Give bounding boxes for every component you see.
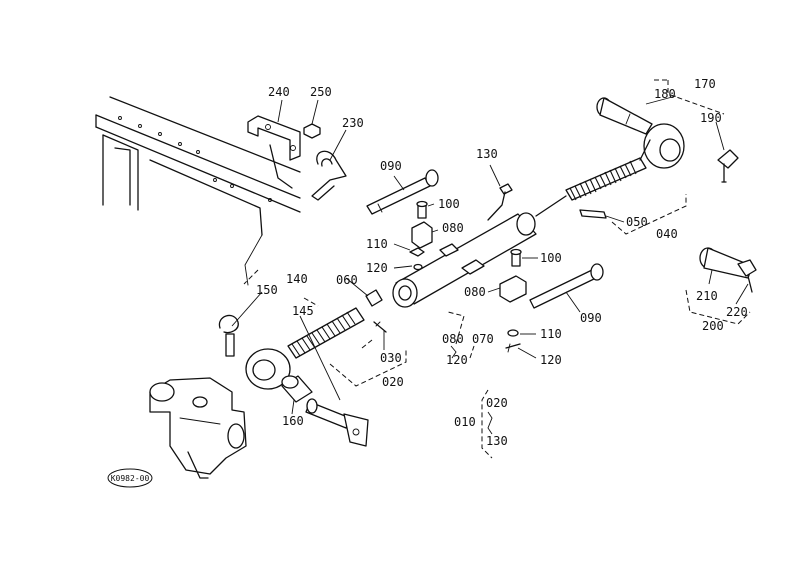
callout-230: 230 [342,116,364,130]
pin-part-210 [699,247,757,293]
callout-050: 050 [626,215,648,229]
pin-part-150 [218,314,239,357]
mounting-bracket [149,377,247,479]
tractor-frame [95,96,301,286]
callout-090-upper: 090 [380,159,402,173]
callout-090-lower: 090 [580,311,602,325]
callout-240: 240 [268,85,290,99]
callout-200: 200 [702,319,724,333]
callout-040: 040 [656,227,678,241]
spring-clip-part [311,150,347,201]
callout-110-lower: 110 [540,327,562,341]
threaded-rod-right [535,123,685,219]
callout-080-lower: 080 [464,285,486,299]
callout-160: 160 [282,414,304,428]
callout-120-upper: 120 [366,261,388,275]
callout-080-upper: 080 [442,221,464,235]
callout-220: 220 [726,305,748,319]
callout-170: 170 [694,77,716,91]
callout-100-lower: 100 [540,251,562,265]
callout-110-upper: 110 [366,237,388,251]
callout-030: 030 [380,351,402,365]
pin-part-upper [366,169,439,215]
callout-020-upper: 020 [382,375,404,389]
callout-180: 180 [654,87,676,101]
group-brackets [243,79,751,459]
leader-lines [231,95,749,415]
callout-145: 145 [292,304,314,318]
callout-130-lower: 130 [486,434,508,448]
callout-120-lower: 120 [540,353,562,367]
callout-100-upper: 100 [438,197,460,211]
callout-060: 060 [336,273,358,287]
callout-250: 250 [310,85,332,99]
callout-150: 150 [256,283,278,297]
pin-part-145 [305,398,369,447]
bolt-and-block-lower [499,248,527,353]
pin-part-lower [529,263,604,309]
callout-120-mid: 120 [446,353,468,367]
threaded-rod-left [245,289,387,390]
callout-labels: 240 250 230 090 130 180 170 190 100 080 … [256,77,748,448]
drawing-number-badge: K0982-00 [107,468,153,488]
drawing-number: K0982-00 [111,474,150,483]
bracket-part [247,115,321,189]
bolt-and-block-upper [409,200,433,271]
turnbuckle-tube [392,212,537,308]
bushing-160 [281,375,313,403]
callout-070: 070 [472,332,494,346]
callout-140: 140 [286,272,308,286]
grease-nipple [487,183,513,221]
callout-080-mid: 080 [442,332,464,346]
callout-020-lower: 020 [486,396,508,410]
callout-210: 210 [696,289,718,303]
callout-010: 010 [454,415,476,429]
callout-130: 130 [476,147,498,161]
pin-part-top-right [596,97,739,183]
callout-190: 190 [700,111,722,125]
